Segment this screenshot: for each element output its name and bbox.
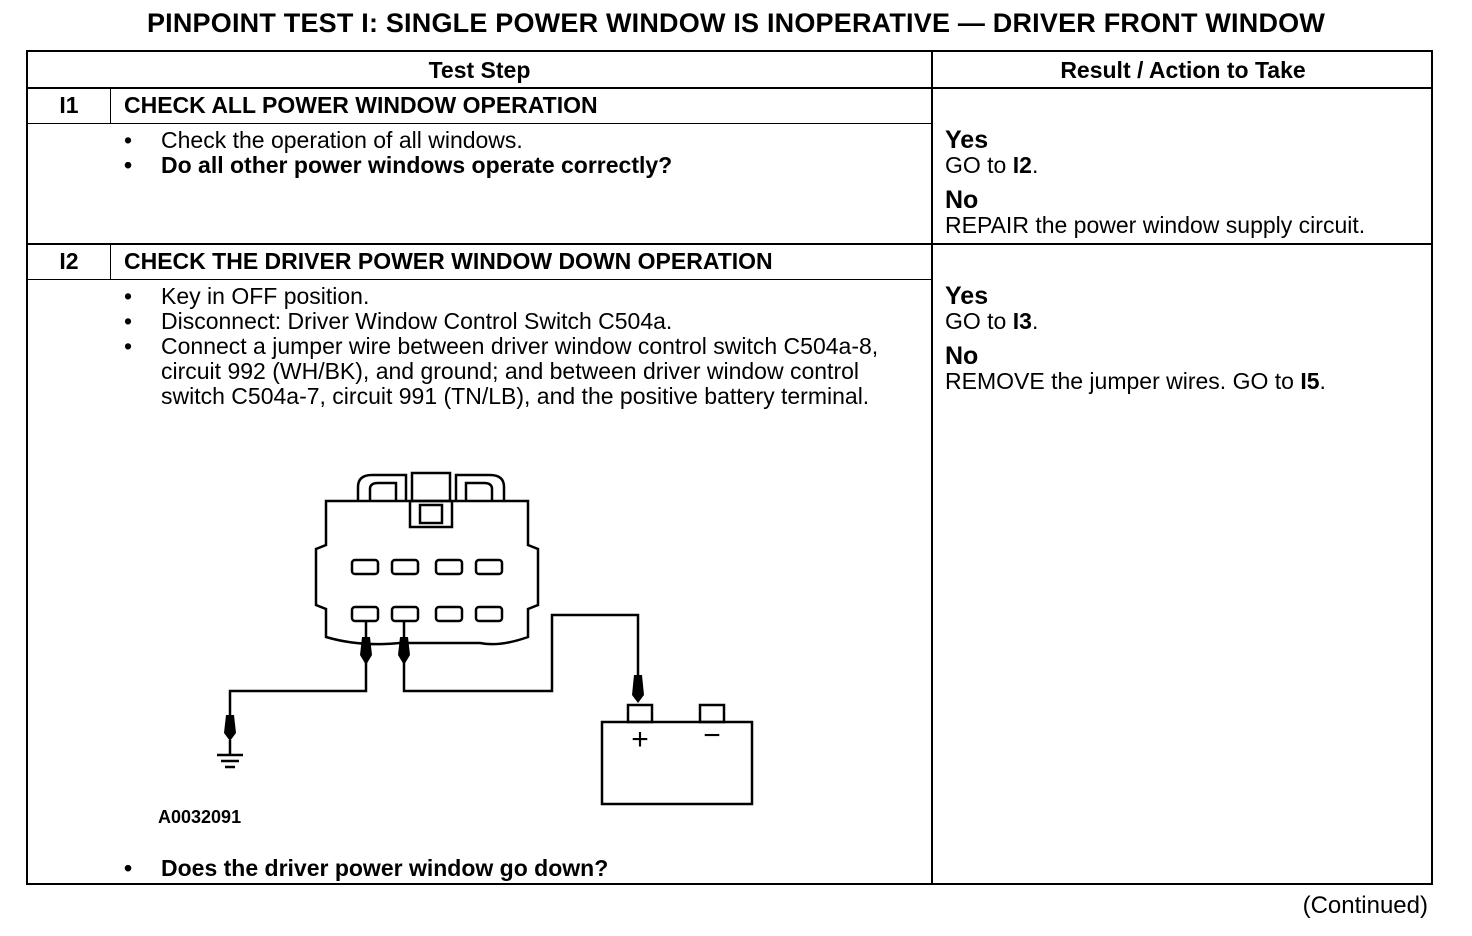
result-no-label: No [945,186,979,214]
battery-positive-terminal [626,703,654,724]
terminal [474,558,504,576]
terminal [390,558,420,576]
header-result: Result / Action to Take [1060,57,1306,83]
battery [600,720,754,806]
ground-symbol [217,740,243,769]
row-rule [28,243,1433,245]
bullet-item: Check the operation of all windows. [124,128,914,154]
result-block: Yes GO to I3. No REMOVE the jumper wires… [945,284,1425,404]
step-bullets: Check the operation of all windows. Do a… [124,128,914,179]
bullet-item: Disconnect: Driver Window Control Switch… [124,309,904,335]
column-divider [931,52,933,885]
step-number: I1 [59,92,79,118]
terminal [350,558,380,576]
step-title: CHECK THE DRIVER POWER WINDOW DOWN OPERA… [124,248,773,274]
battery-wire [402,613,640,693]
battery-plus-sign: + [631,723,649,756]
terminal [434,558,464,576]
terminal [474,605,504,623]
result-yes-label: Yes [945,126,989,154]
connector-body [314,499,540,646]
step-number-divider [110,89,111,124]
terminal [350,605,380,623]
step-number: I2 [59,248,79,274]
result-no-label: No [945,342,979,370]
page-title: PINPOINT TEST I: SINGLE POWER WINDOW IS … [146,8,1326,38]
result-yes-text: GO to I3. [945,308,1039,334]
jumper-wire-diagram: + − [217,471,754,806]
step-number-divider [110,245,111,280]
result-yes-text: GO to I2. [945,152,1039,178]
header-rule [28,87,1433,89]
step-reference: I5 [1300,368,1320,394]
step-reference: I2 [1012,152,1032,178]
terminal [390,605,420,623]
bullet-item: Key in OFF position. [124,284,904,310]
figure-id: A0032091 [158,807,242,827]
result-yes-label: Yes [945,282,989,310]
result-block: Yes GO to I2. No REPAIR the power window… [945,128,1425,248]
bullet-question: Do all other power windows operate corre… [124,153,914,179]
terminal [434,605,464,623]
step-bullets: Key in OFF position. Disconnect: Driver … [124,284,904,409]
step-title-rule [28,279,931,280]
result-no-text: REPAIR the power window supply circuit. [945,212,1366,238]
step-title: CHECK ALL POWER WINDOW OPERATION [124,92,598,118]
step-question: Does the driver power window go down? [124,856,904,882]
battery-minus-sign: − [703,719,721,752]
bullet-question: Does the driver power window go down? [124,856,904,882]
pinpoint-test-table: Test Step Result / Action to Take I1 CHE… [26,50,1433,885]
continued-label: (Continued) [1302,892,1428,919]
battery-negative-terminal [698,703,726,724]
bullet-item: Connect a jumper wire between driver win… [124,334,904,409]
connector-latch [356,473,408,501]
step-reference: I3 [1012,308,1032,334]
ground-wire [228,621,368,727]
header-test-step: Test Step [428,57,531,83]
step-title-rule [28,123,931,124]
result-no-text: REMOVE the jumper wires. GO to I5. [945,368,1326,394]
